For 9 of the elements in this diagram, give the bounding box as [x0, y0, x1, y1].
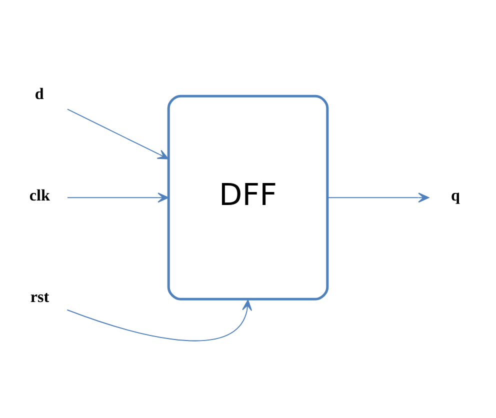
node-text: rst	[30, 288, 50, 306]
node-text: d	[34, 85, 44, 102]
arrow	[67, 192, 169, 202]
arrow	[67, 299, 252, 341]
arrow	[67, 108, 169, 159]
node-text: clk	[29, 186, 50, 204]
node-box: DFF	[167, 94, 329, 300]
node-text: q	[451, 186, 460, 204]
arrow	[327, 192, 430, 202]
